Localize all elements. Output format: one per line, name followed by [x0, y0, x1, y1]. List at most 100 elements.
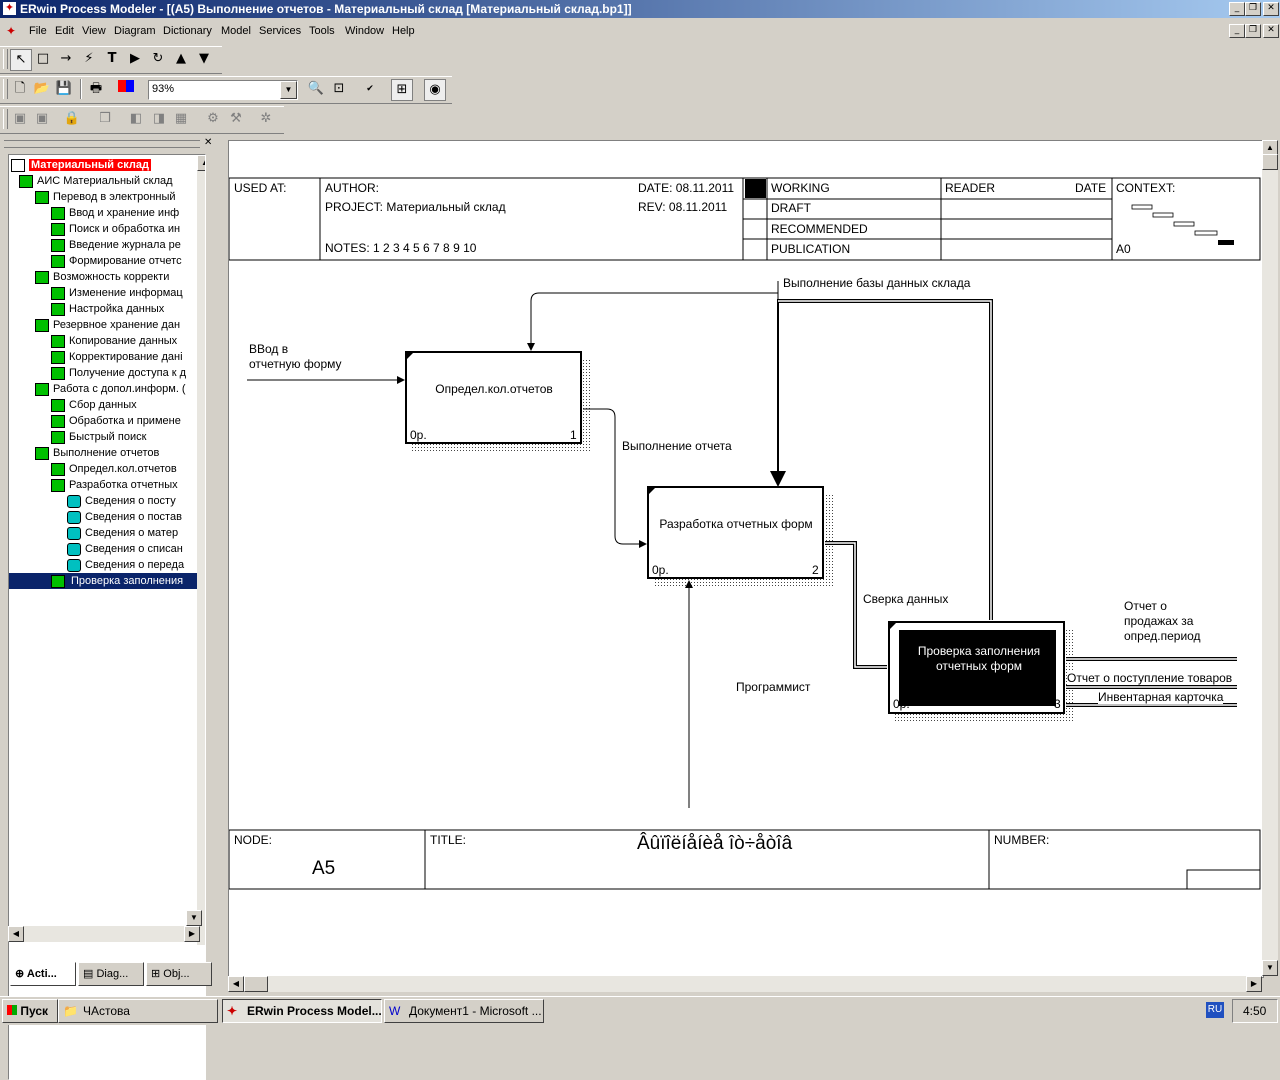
- close-pane-icon[interactable]: ✕: [204, 137, 213, 148]
- tree-item[interactable]: Резервное хранение дан: [35, 317, 180, 333]
- arrow-check-label[interactable]: Сверка данных: [863, 592, 949, 606]
- tree-item[interactable]: Быстрый поиск: [51, 429, 146, 445]
- squiggle-tool-icon[interactable]: ⚡: [84, 51, 94, 66]
- menu-dictionary[interactable]: Dictionary: [163, 25, 212, 37]
- mdi-restore-button[interactable]: ❐: [1245, 24, 1261, 38]
- tree-item[interactable]: Сведения о посту: [67, 493, 176, 509]
- tool-d-icon[interactable]: ⚒: [230, 111, 242, 126]
- print-icon[interactable]: 🖶: [89, 81, 103, 96]
- menu-services[interactable]: Services: [259, 25, 302, 37]
- task-erwin[interactable]: ✦ ERwin Process Model...: [222, 999, 382, 1023]
- doc-icon[interactable]: ✦: [6, 24, 17, 38]
- menu-edit[interactable]: Edit: [55, 25, 74, 37]
- task-word[interactable]: W Документ1 - Microsoft ...: [384, 999, 544, 1023]
- tree-item[interactable]: Настройка данных: [51, 301, 164, 317]
- menu-tools[interactable]: Tools: [309, 25, 335, 37]
- lock-icon[interactable]: 🔒: [63, 111, 81, 126]
- canvas-scroll-left-icon[interactable]: ◀: [228, 976, 244, 992]
- arrow-mechanism-label[interactable]: Программист: [736, 680, 811, 694]
- entity-icon[interactable]: ▣: [13, 111, 27, 126]
- arrow-report-label[interactable]: Выполнение отчета: [622, 439, 732, 453]
- tab-activities[interactable]: ⊕ Acti...: [10, 962, 76, 986]
- scroll-left-icon[interactable]: ◀: [8, 926, 24, 942]
- menu-window[interactable]: Window: [345, 25, 385, 37]
- chevron-down-icon[interactable]: ▼: [280, 81, 297, 99]
- color-icon[interactable]: [116, 79, 136, 99]
- box-tool-icon[interactable]: □: [36, 51, 50, 66]
- tree-item[interactable]: Копирование данных: [51, 333, 177, 349]
- tool-a-icon[interactable]: ◧: [129, 111, 143, 126]
- arrow-out1-label[interactable]: Отчет о продажах за опред.период: [1124, 599, 1201, 643]
- arrow-input-label[interactable]: ВВод в отчетную форму: [249, 342, 342, 371]
- scroll-down-icon[interactable]: ▼: [186, 910, 202, 926]
- tab-objects[interactable]: ⊞ Obj...: [146, 962, 212, 986]
- arrow-tool-icon[interactable]: →: [60, 51, 72, 66]
- rotate-tool-icon[interactable]: ↻: [152, 51, 164, 66]
- open-folder-icon[interactable]: 📂: [33, 81, 51, 96]
- canvas-vertical-scrollbar[interactable]: ▲ ▼: [1262, 140, 1278, 976]
- scroll-right-icon[interactable]: ▶: [184, 926, 200, 942]
- start-button[interactable]: Пуск: [2, 999, 58, 1023]
- offpage-tool-icon[interactable]: ▶: [130, 51, 140, 66]
- language-indicator[interactable]: RU: [1206, 1002, 1224, 1018]
- canvas-horizontal-scrollbar[interactable]: ◀ ▶: [228, 976, 1262, 992]
- entity2-icon[interactable]: ▣: [35, 111, 49, 126]
- tree-item[interactable]: Поиск и обработка ин: [51, 221, 180, 237]
- text-tool-icon[interactable]: T: [107, 51, 117, 66]
- minimize-button[interactable]: _: [1229, 2, 1245, 16]
- tree-item[interactable]: Определ.кол.отчетов: [51, 461, 177, 477]
- menu-file[interactable]: File: [29, 25, 47, 37]
- globe-icon[interactable]: ◉: [424, 79, 446, 101]
- tree-item[interactable]: Перевод в электронный: [35, 189, 176, 205]
- task-folder[interactable]: 📁 ЧАстова: [58, 999, 218, 1023]
- zoom-select[interactable]: 93% ▼: [148, 80, 298, 100]
- menu-help[interactable]: Help: [392, 25, 415, 37]
- zoom-fit-icon[interactable]: ⊡: [333, 81, 345, 96]
- tree-item[interactable]: Сведения о списан: [67, 541, 183, 557]
- diagram-canvas[interactable]: USED AT: AUTHOR: PROJECT: Материальный с…: [228, 140, 1264, 978]
- go-down-icon[interactable]: ▼: [199, 51, 209, 66]
- scroll-up-icon[interactable]: ▲: [197, 155, 205, 171]
- tree-item[interactable]: Корректирование дані: [51, 349, 183, 365]
- tree-item[interactable]: Разработка отчетных: [51, 477, 178, 493]
- tree-item[interactable]: Проверка заполнения: [9, 573, 205, 589]
- book-icon[interactable]: ❒: [99, 111, 111, 126]
- menu-model[interactable]: Model: [221, 25, 251, 37]
- menu-view[interactable]: View: [82, 25, 106, 37]
- tree-item[interactable]: Ввод и хранение инф: [51, 205, 179, 221]
- tool-c-icon[interactable]: ⚙: [207, 111, 219, 126]
- arrow-out2-label[interactable]: Отчет о поступление товаров: [1067, 671, 1233, 685]
- save-icon[interactable]: 💾: [55, 81, 73, 96]
- mdi-minimize-button[interactable]: _: [1229, 24, 1245, 38]
- tree-bottom-scroll[interactable]: ▼ ◀ ▶: [8, 910, 202, 942]
- grid-icon[interactable]: ▦: [174, 111, 188, 126]
- canvas-scroll-thumb[interactable]: [1262, 154, 1278, 170]
- canvas-scroll-hthumb[interactable]: [244, 976, 268, 992]
- box-2-title[interactable]: Разработка отчетных форм: [659, 517, 813, 531]
- zoom-in-icon[interactable]: 🔍: [307, 81, 325, 96]
- spell-check-icon[interactable]: ✔: [366, 84, 374, 94]
- tree-item[interactable]: Изменение информац: [51, 285, 183, 301]
- tree-item[interactable]: Сведения о постав: [67, 509, 182, 525]
- new-file-icon[interactable]: 🗋: [14, 81, 26, 96]
- model-explorer-icon[interactable]: ⊞: [391, 79, 413, 101]
- tree-item[interactable]: Обработка и примене: [51, 413, 181, 429]
- menu-diagram[interactable]: Diagram: [114, 25, 156, 37]
- tree-item[interactable]: Сведения о матер: [67, 525, 178, 541]
- tree-vertical-scrollbar[interactable]: ▲: [197, 155, 205, 945]
- canvas-scroll-right-icon[interactable]: ▶: [1246, 976, 1262, 992]
- mdi-close-button[interactable]: ✕: [1263, 24, 1279, 38]
- tool-b-icon[interactable]: ◨: [152, 111, 166, 126]
- tree-item[interactable]: АИС Материальный склад: [19, 173, 173, 189]
- go-up-icon[interactable]: ▲: [176, 51, 186, 66]
- tree-item[interactable]: Сбор данных: [51, 397, 137, 413]
- tree-item[interactable]: Сведения о переда: [67, 557, 184, 573]
- tab-diagrams[interactable]: ▤ Diag...: [78, 962, 144, 986]
- restore-button[interactable]: ❐: [1245, 2, 1261, 16]
- pointer-tool-icon[interactable]: ↖: [10, 49, 32, 71]
- tree-item[interactable]: Работа с допол.информ. (: [35, 381, 186, 397]
- tree-root[interactable]: Материальный склад: [11, 157, 151, 173]
- canvas-scroll-down-icon[interactable]: ▼: [1262, 960, 1278, 976]
- close-button[interactable]: ✕: [1263, 2, 1279, 16]
- arrow-out3-label[interactable]: Инвентарная карточка: [1098, 690, 1224, 704]
